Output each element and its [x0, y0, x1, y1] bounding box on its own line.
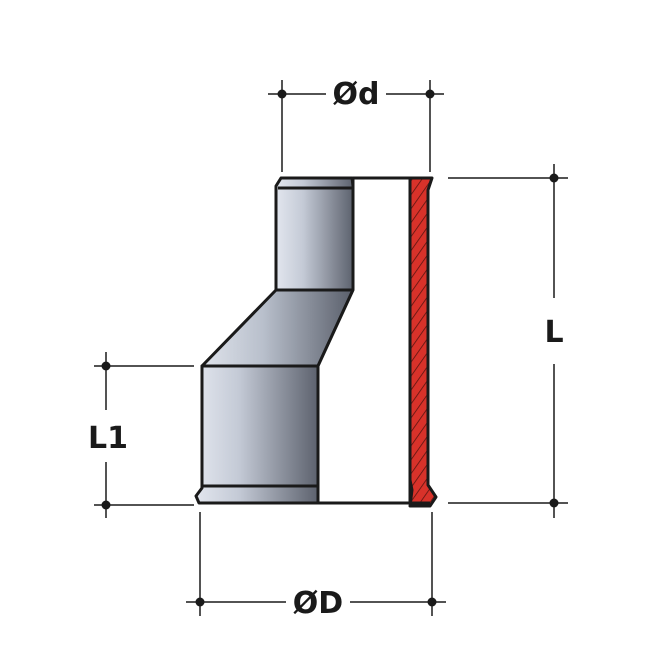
dimension-dot [195, 597, 205, 607]
wall-section [408, 176, 438, 508]
dimension-dot [101, 361, 111, 371]
dimension-large-diameter [186, 512, 446, 616]
fitting-body [194, 176, 355, 505]
dimension-small-diameter [268, 80, 444, 172]
length-label: L [544, 315, 563, 350]
dimension-dot [549, 498, 559, 508]
dimension-dot [101, 500, 111, 510]
section-cut [316, 176, 438, 508]
dimension-dot [425, 89, 435, 99]
dimension-dot [549, 173, 559, 183]
lower-socket [194, 364, 320, 505]
dimension-length [448, 164, 568, 518]
dimension-dot [277, 89, 287, 99]
upper-spigot [274, 176, 355, 292]
dimension-socket-length [94, 352, 194, 518]
small-diameter-label: Ød [333, 77, 380, 112]
dimension-dot [427, 597, 437, 607]
large-diameter-label: ØD [293, 586, 343, 621]
socket-length-label: L1 [88, 421, 128, 456]
